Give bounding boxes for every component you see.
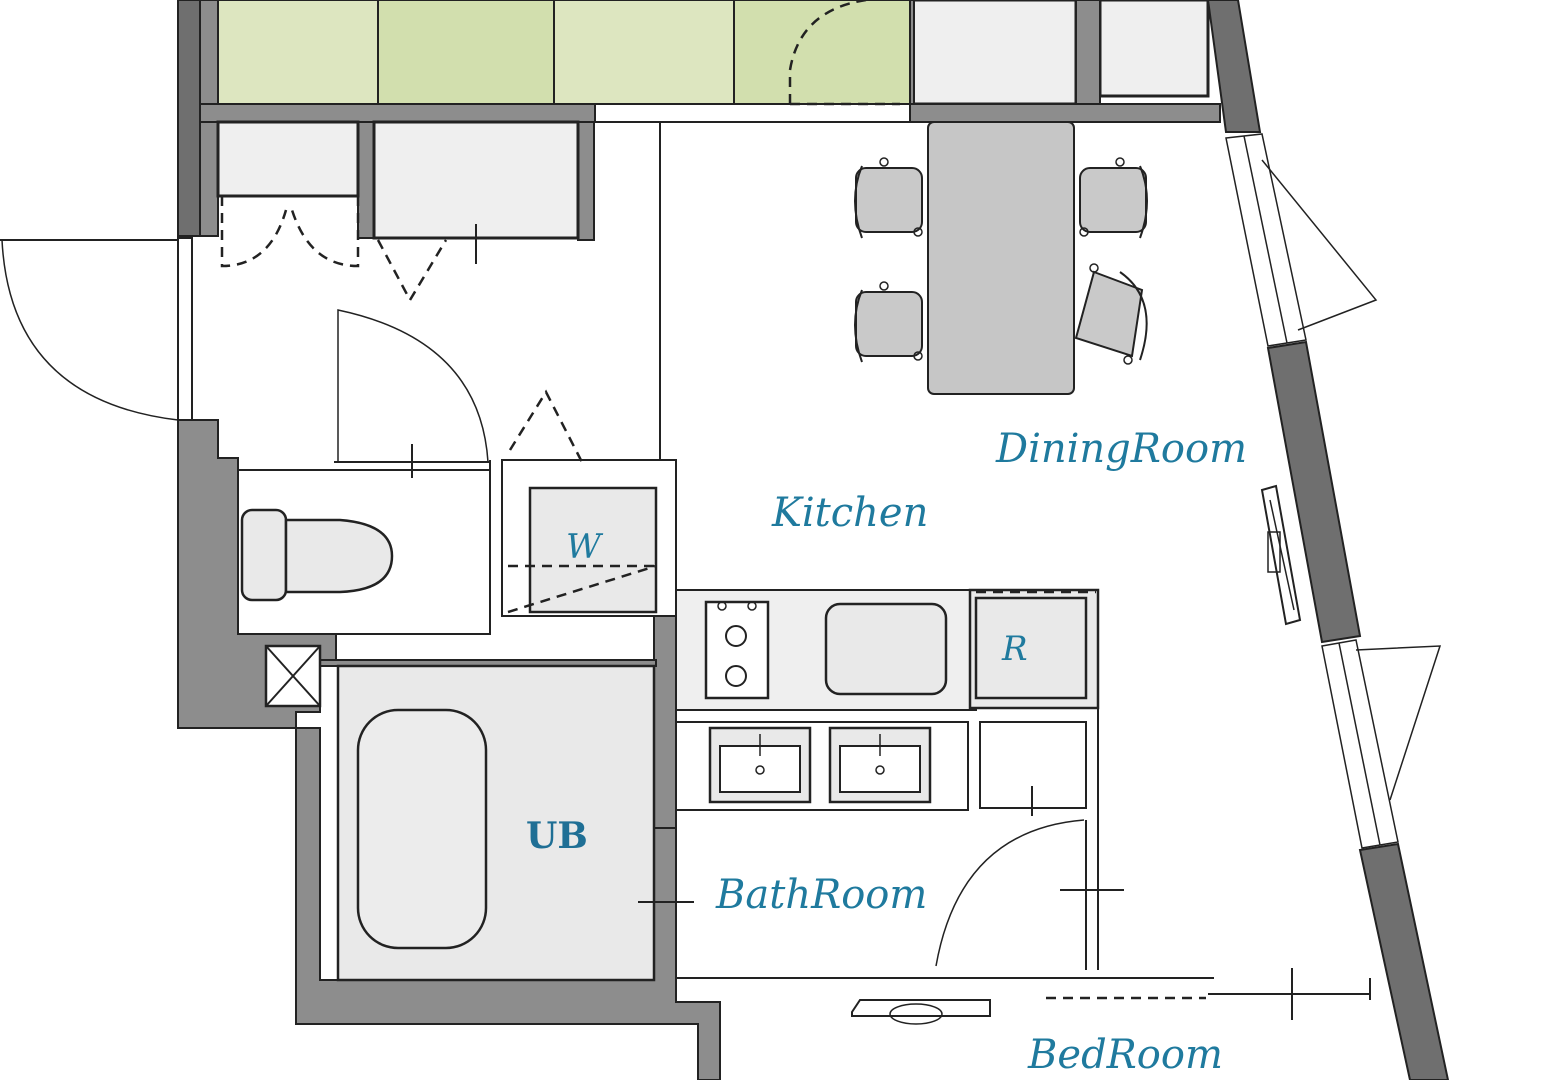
chair-icon xyxy=(854,281,923,363)
entrance-door xyxy=(0,237,193,421)
bathroom-label: BathRoom xyxy=(715,872,927,918)
chair-icon xyxy=(1074,263,1148,365)
tatami-door-swing xyxy=(788,0,867,104)
bedroom-boundary xyxy=(1046,968,1371,1020)
washer-area: W xyxy=(501,389,677,617)
unit-bath-label: UB xyxy=(526,815,588,857)
tatami-room xyxy=(217,0,911,105)
pipe-shaft-icon xyxy=(264,644,322,708)
partitions xyxy=(594,121,930,460)
bedroom-label: BedRoom xyxy=(1027,1032,1223,1078)
chair-icon xyxy=(854,157,923,239)
windows xyxy=(1225,133,1442,849)
dining-table xyxy=(927,121,1075,395)
washbasin-counter xyxy=(675,721,1087,811)
kitchen-sink-icon xyxy=(824,602,948,696)
unit-bath: UB xyxy=(336,664,694,982)
toilet-icon xyxy=(240,508,394,602)
refrigerator-label: R xyxy=(1001,629,1028,669)
bedroom-fixture-icon xyxy=(851,999,991,1025)
dining-room-label: DiningRoom xyxy=(995,426,1247,472)
chair-icon xyxy=(1079,157,1148,239)
dining-chairs xyxy=(854,157,1148,365)
stove-icon xyxy=(704,600,770,700)
bathroom-door xyxy=(676,592,1214,979)
washer-label: W xyxy=(566,527,604,567)
entry-closets xyxy=(216,120,580,303)
kitchen-label: Kitchen xyxy=(771,490,928,536)
upper-closets xyxy=(910,0,1210,106)
air-conditioner-icon xyxy=(1260,484,1302,626)
